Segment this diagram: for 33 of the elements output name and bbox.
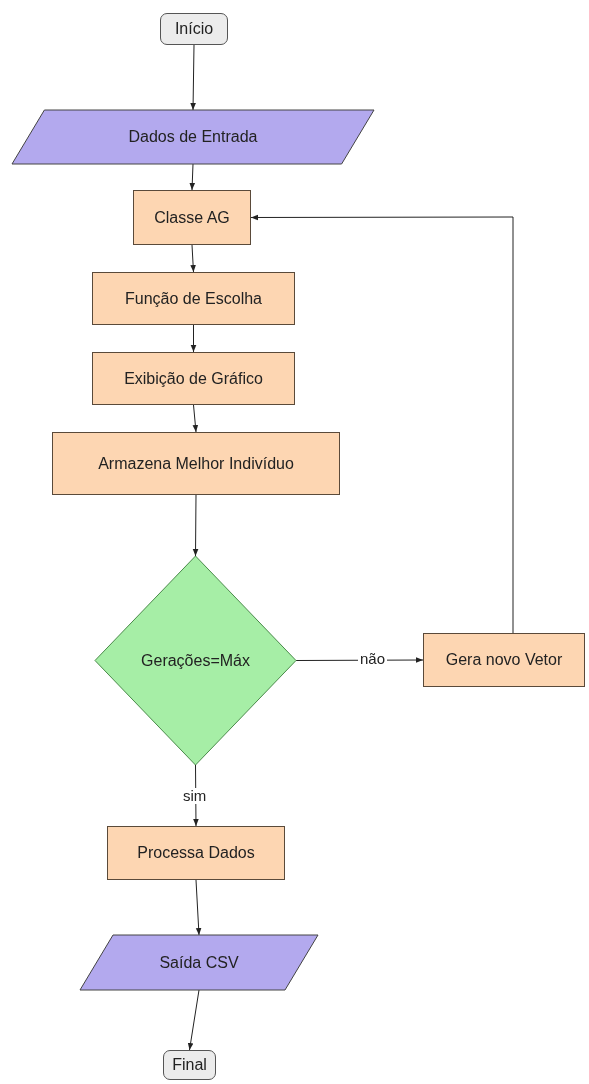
process-box [133,190,251,245]
node-label: Armazena Melhor Indivíduo [98,454,294,473]
edge-label: sim [181,788,209,804]
arrow [192,404,199,433]
arrow [190,324,197,353]
process-box [107,826,285,880]
decision-diamond [95,556,296,765]
node-label: Exibição de Gráfico [124,369,263,388]
node-label: Gerações=Máx [141,651,250,670]
arrow [190,244,196,273]
node-label: Saída CSV [159,953,239,972]
terminal-box [163,1050,216,1080]
node-label: Gera novo Vetor [445,651,563,669]
arrow [195,879,202,936]
node-label: Final [172,1056,207,1074]
node-label: Dados de Entrada [128,128,258,146]
node-label: Processa Dados [137,844,255,862]
arrow [189,163,196,191]
arrow [187,989,200,1051]
node-label: Início [174,20,214,38]
edge-label: não [358,651,388,667]
node-label: Classe AG [154,208,230,227]
input-output-parallelogram [12,110,374,164]
arrow [190,44,196,111]
process-box [52,432,340,495]
terminal-box [160,13,228,45]
node-label: Função de Escolha [125,289,262,308]
arrow [192,494,199,557]
process-box [423,633,585,687]
input-output-parallelogram [80,935,318,990]
process-box [92,272,295,325]
process-box [92,352,295,405]
arrow [250,214,514,634]
